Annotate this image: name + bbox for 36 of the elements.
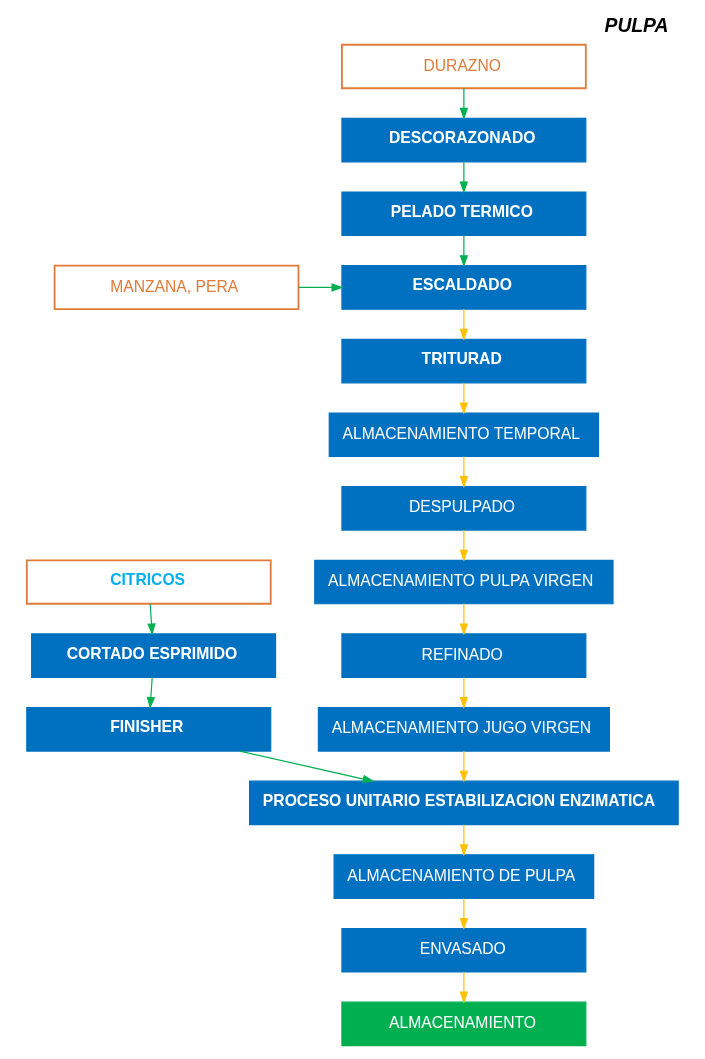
node-box: ALMACENAMIENTO TEMPORAL xyxy=(328,412,600,458)
arrow xyxy=(146,676,156,710)
node-box: ALMACENAMIENTO JUGO VIRGEN xyxy=(317,706,610,752)
arrow xyxy=(459,308,469,341)
node-box: TRITURAD xyxy=(341,338,587,384)
node-box: CORTADO ESPRIMIDO xyxy=(31,633,277,678)
arrow xyxy=(459,971,469,1004)
arrow xyxy=(459,87,469,120)
node-box: CITRICOS xyxy=(25,559,272,605)
arrow xyxy=(459,455,469,489)
node-box: ALMACENAMIENTO DE PULPA xyxy=(333,854,595,899)
node-box: PROCESO UNITARIO ESTABILIZACION ENZIMATICA xyxy=(248,780,679,826)
node-box: ALMACENAMIENTO PULPA VIRGEN xyxy=(314,559,614,605)
arrow xyxy=(459,676,469,710)
node-box: ENVASADO xyxy=(341,927,587,973)
arrow xyxy=(239,750,375,784)
arrow xyxy=(298,283,344,292)
arrow xyxy=(459,161,469,194)
diagram-title: PULPA xyxy=(604,15,669,37)
node-box: ALMACENAMIENTO xyxy=(341,1001,587,1047)
arrow xyxy=(459,382,469,415)
node-box: DURAZNO xyxy=(341,43,587,90)
node-box: DESPULPADO xyxy=(341,486,587,531)
arrow xyxy=(147,603,156,636)
node-box: MANZANA, PERA xyxy=(53,264,300,311)
arrow xyxy=(459,603,469,636)
node-box: ESCALDADO xyxy=(341,265,587,310)
arrow xyxy=(459,529,469,562)
node-box: DESCORAZONADO xyxy=(341,117,587,163)
arrow xyxy=(459,235,469,268)
node-box: REFINADO xyxy=(341,633,587,678)
arrow xyxy=(459,824,469,857)
arrow xyxy=(459,750,469,783)
arrow xyxy=(459,897,469,931)
node-box: FINISHER xyxy=(26,706,272,752)
node-box: PELADO TERMICO xyxy=(341,191,587,237)
